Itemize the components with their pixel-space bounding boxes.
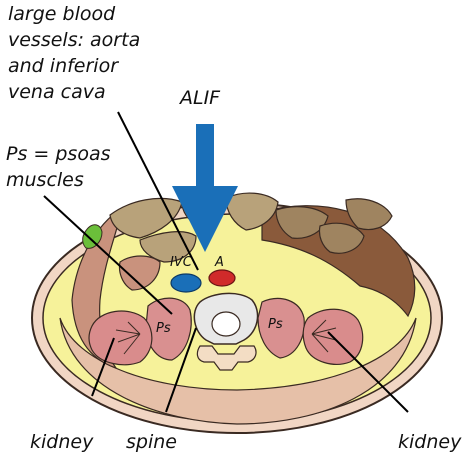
aorta-vessel <box>209 270 235 286</box>
psoas-label: Ps = psoas muscles <box>6 143 117 191</box>
kidney-left-shape <box>89 311 152 365</box>
spine-vertebra <box>194 293 257 370</box>
kidney-left-label: kidney <box>30 431 94 453</box>
vessels-label: large blood vessels: aorta and inferior … <box>8 3 146 103</box>
spine-label: spine <box>126 431 177 453</box>
kidney-right-label: kidney <box>398 431 462 453</box>
psoas-right-label: Ps <box>268 317 283 332</box>
spinal-canal <box>212 312 240 336</box>
psoas-left-label: Ps <box>156 321 171 336</box>
aorta-label: A <box>214 255 224 270</box>
ivc-label: IVC <box>170 255 193 270</box>
ivc-vessel <box>171 274 201 292</box>
alif-label: ALIF <box>178 87 221 109</box>
